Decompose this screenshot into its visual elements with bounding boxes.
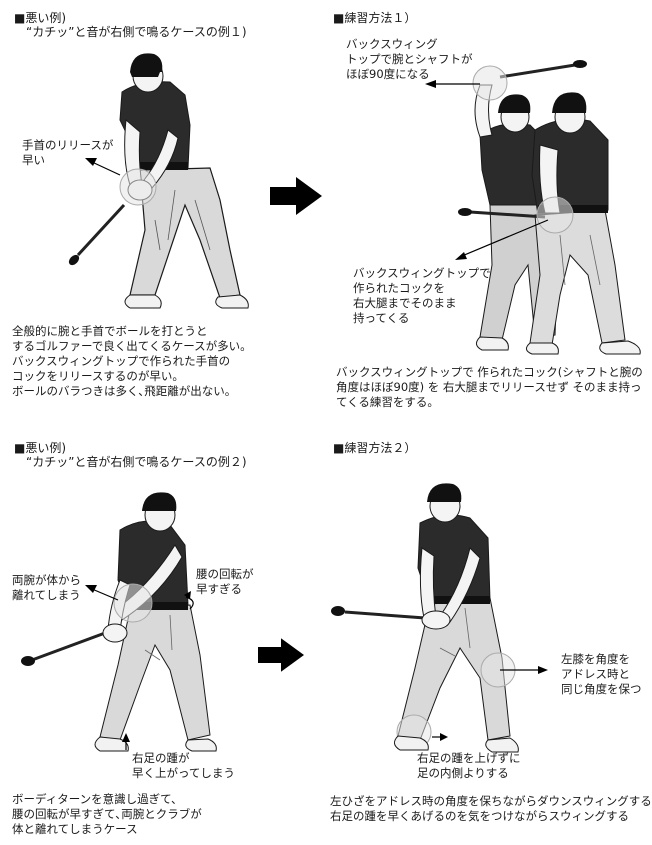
panel1-description: 全般的に腕と手首でボールを打とうと するゴルファーで良く出てくるケースが多い。 … bbox=[12, 324, 252, 398]
panel2-heading: ■練習方法１） bbox=[333, 11, 417, 25]
right-block-arrow-icon bbox=[258, 638, 304, 672]
callout-keep-heel-down: 右足の踵を上げずに 足の内側よりする bbox=[417, 751, 521, 780]
panel3-subheading: “カチッ”と音が右側で鳴るケースの例２) bbox=[26, 455, 247, 469]
callout-wrist-release: 手首のリリースが 早い bbox=[22, 138, 114, 167]
callout-left-knee-angle: 左膝を角度を アドレス時と 同じ角度を保つ bbox=[561, 652, 642, 696]
panel4-description: 左ひざをアドレス時の角度を保ちながらダウンスウィングする 右足の踵を早くあげるの… bbox=[330, 794, 652, 823]
callout-90-degree: バックスウィング トップで腕とシャフトが ほぼ90度になる bbox=[346, 37, 473, 81]
callout-arms-away: 両腕が体から 離れてしまう bbox=[12, 573, 81, 602]
right-block-arrow-icon bbox=[270, 177, 322, 215]
golfer-illustration-4 bbox=[331, 483, 519, 753]
golfer-illustration-3 bbox=[21, 492, 217, 752]
panel3-description: ボーディターンを意識し過ぎて、 腰の回転が早すぎて､両腕とクラブが 体と離れてし… bbox=[12, 792, 202, 836]
golfer-illustration-1 bbox=[68, 53, 249, 309]
panel3-heading: ■悪い例) bbox=[14, 441, 67, 455]
panel1-subheading: “カチッ”と音が右側で鳴るケースの例１) bbox=[26, 25, 247, 39]
callout-hip-too-fast: 腰の回転が 早すぎる bbox=[196, 567, 254, 596]
golfer-illustration-2 bbox=[458, 60, 641, 355]
panel2-description: バックスウィングトップで 作られたコック(シャフトと腕の 角度はほぼ90度) を… bbox=[336, 365, 643, 409]
panel4-heading: ■練習方法２） bbox=[333, 441, 417, 455]
callout-heel-up: 右足の踵が 早く上がってしまう bbox=[132, 751, 235, 780]
callout-carry-cock: バックスウィングトップで 作られたコックを 右大腿までそのまま 持ってくる bbox=[353, 266, 491, 325]
panel1-heading: ■悪い例) bbox=[14, 11, 67, 25]
